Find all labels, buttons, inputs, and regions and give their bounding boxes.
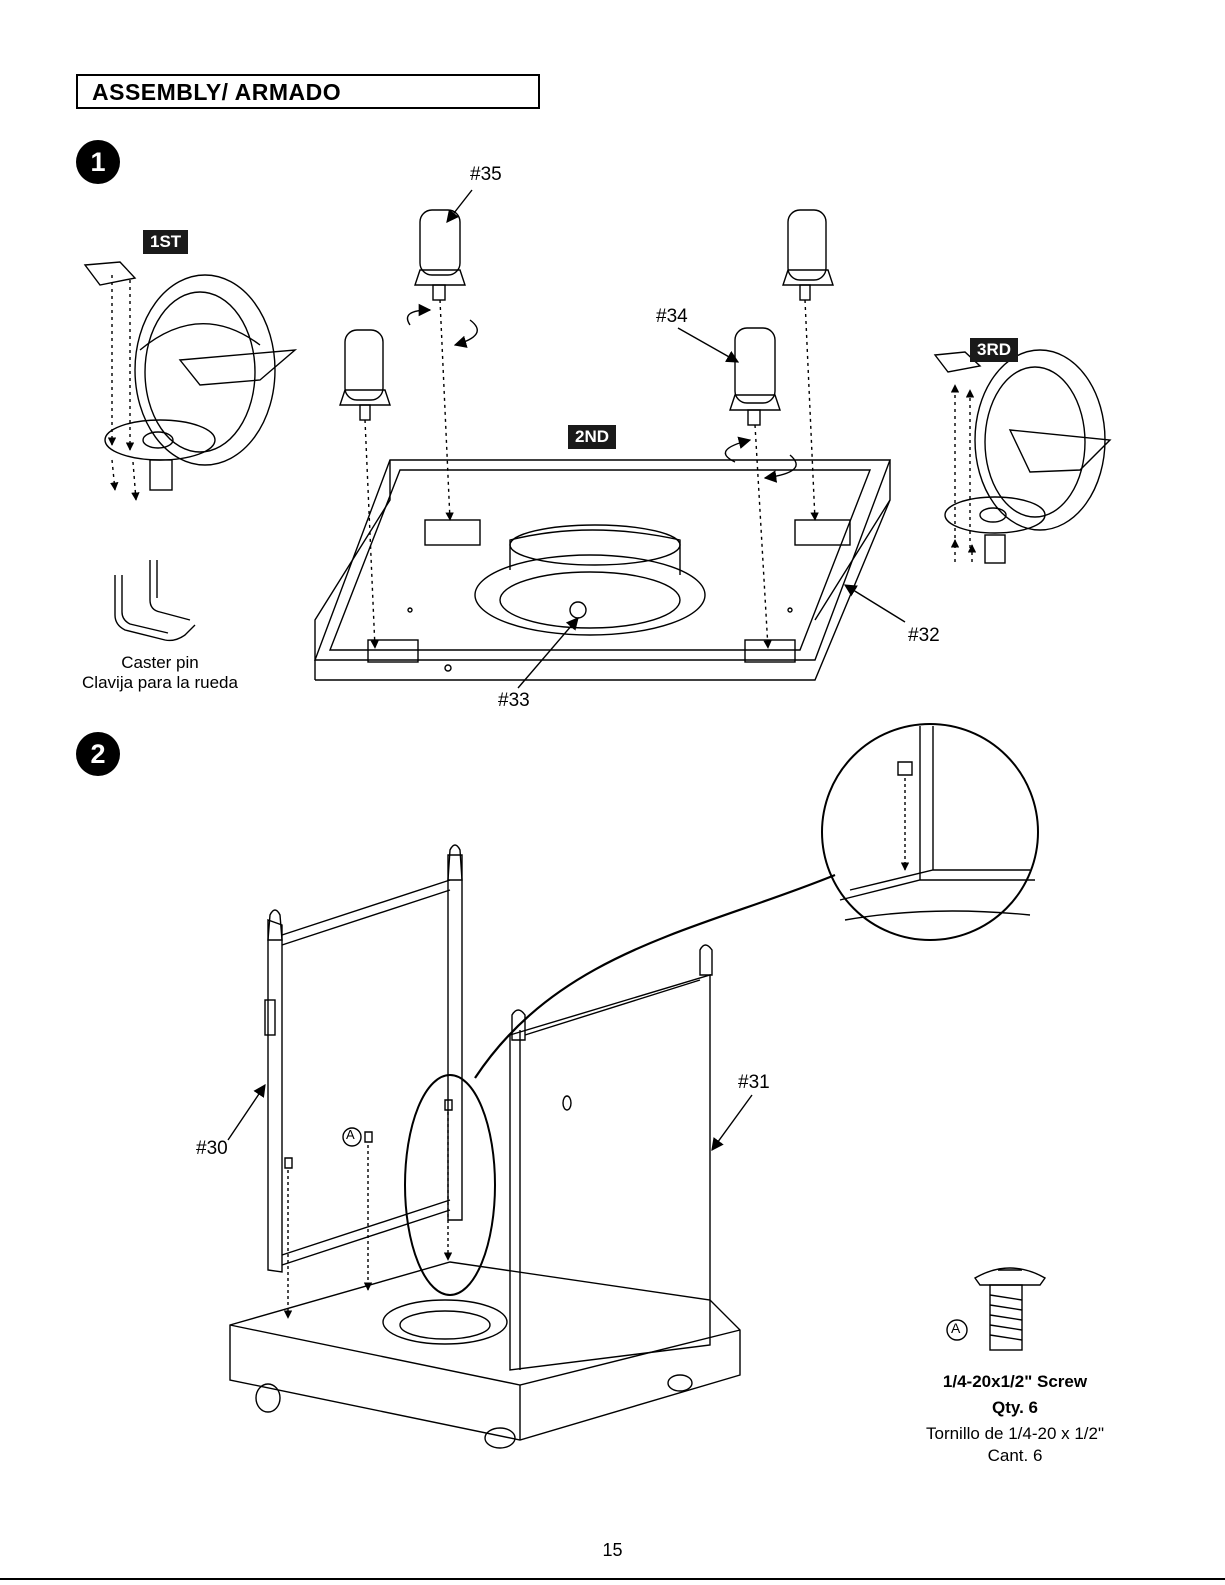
page-number: 15 bbox=[0, 1540, 1225, 1561]
screw-qty-en: Qty. 6 bbox=[905, 1398, 1125, 1418]
callout-35: #35 bbox=[470, 164, 502, 186]
caster-right-top bbox=[783, 210, 833, 520]
screw-label-en: 1/4-20x1/2" Screw bbox=[905, 1372, 1125, 1392]
caster-pin-drawing bbox=[115, 560, 195, 640]
screw-a-marker-small: A bbox=[346, 1127, 355, 1142]
caster-left-small bbox=[340, 330, 390, 648]
screw-qty-es: Cant. 6 bbox=[905, 1446, 1125, 1466]
detail-magnifier bbox=[405, 724, 1038, 1295]
cart-base bbox=[230, 1262, 740, 1448]
caster-closeup-left bbox=[85, 262, 295, 500]
callout-32: #32 bbox=[908, 625, 940, 647]
bottom-rule bbox=[0, 1578, 1225, 1580]
caster-pin-label-en: Caster pin bbox=[60, 653, 260, 673]
tag-first: 1ST bbox=[143, 230, 188, 254]
callout-34: #34 bbox=[656, 306, 688, 328]
side-panel-31 bbox=[510, 945, 712, 1370]
caster-pin-caption: Caster pin Clavija para la rueda bbox=[60, 653, 260, 693]
screw-caption: 1/4-20x1/2" Screw Qty. 6 Tornillo de 1/4… bbox=[905, 1372, 1125, 1466]
callout-31: #31 bbox=[738, 1072, 770, 1094]
caster-closeup-right bbox=[935, 350, 1110, 563]
caster-34 bbox=[730, 328, 780, 648]
side-panel-30 bbox=[265, 845, 462, 1318]
callout-33: #33 bbox=[498, 690, 530, 712]
base-tray bbox=[315, 460, 890, 680]
callout-30: #30 bbox=[196, 1138, 228, 1160]
tag-third: 3RD bbox=[970, 338, 1018, 362]
caster-pin-label-es: Clavija para la rueda bbox=[60, 673, 260, 693]
screw-label-es: Tornillo de 1/4-20 x 1/2" bbox=[905, 1424, 1125, 1444]
caster-35 bbox=[415, 210, 465, 520]
screw-a-drawing bbox=[947, 1268, 1045, 1350]
tag-second: 2ND bbox=[568, 425, 616, 449]
screw-a-marker: A bbox=[951, 1320, 960, 1336]
